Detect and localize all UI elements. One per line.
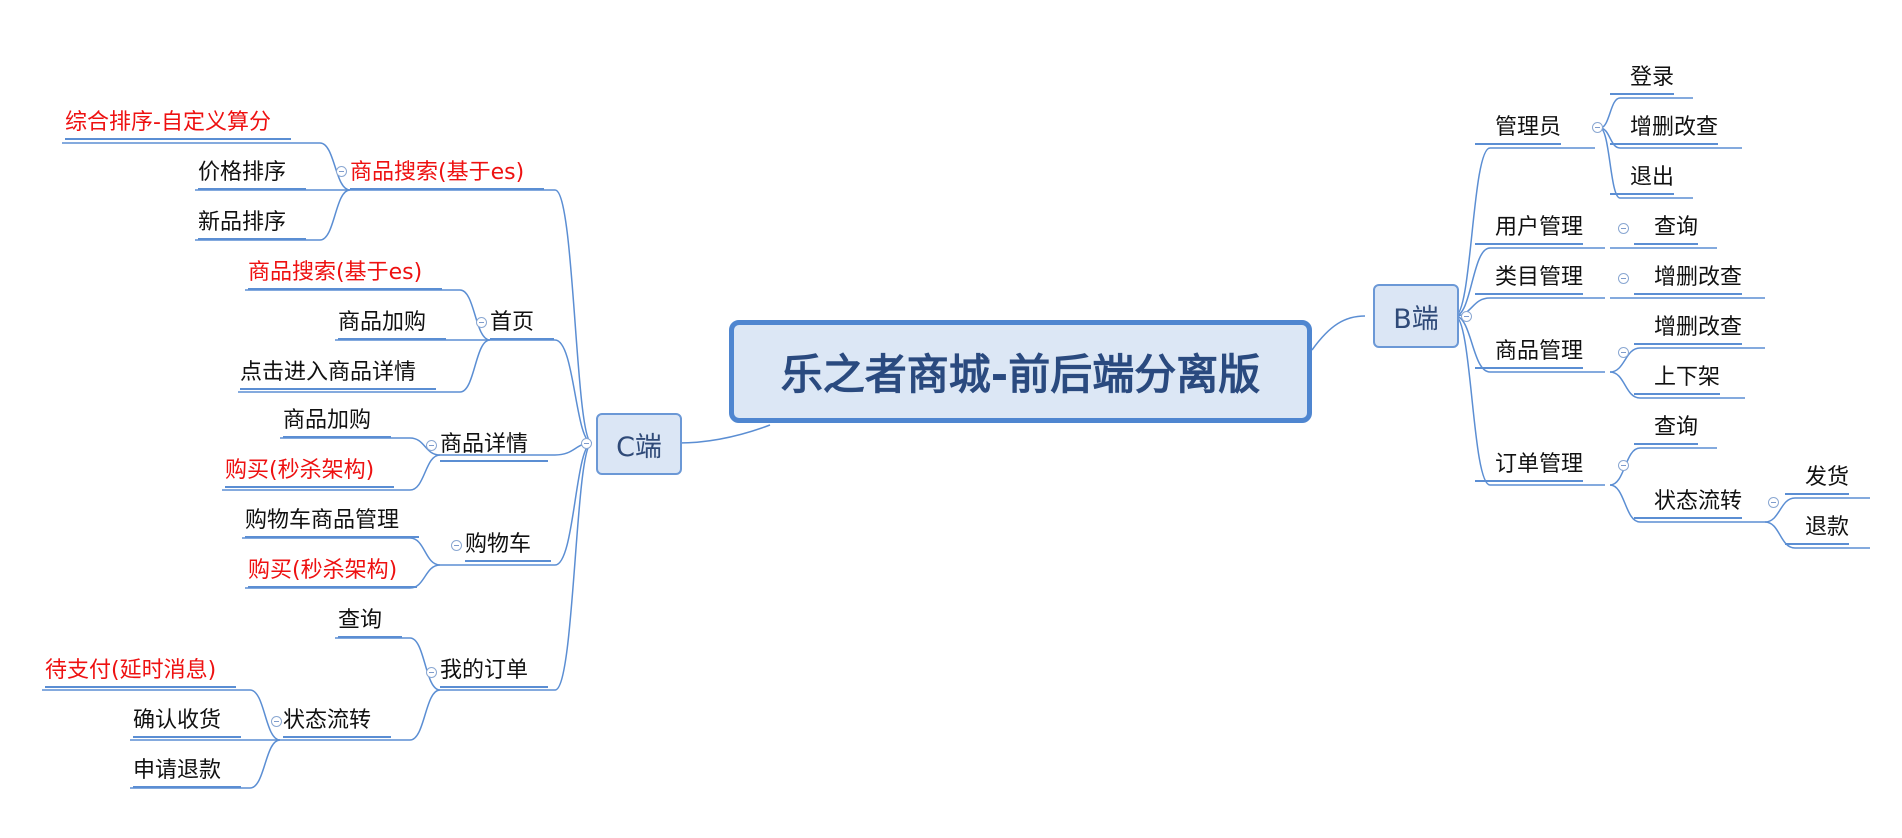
topic-b-order-ship[interactable]: 发货	[1785, 463, 1850, 495]
collapse-toggle-b-side[interactable]	[1461, 311, 1472, 322]
topic-c-cart-buy[interactable]: 购买(秒杀架构)	[248, 556, 418, 588]
topic-c-search[interactable]: 商品搜索(基于es)	[350, 158, 545, 190]
topic-c-orders-query[interactable]: 查询	[338, 606, 403, 638]
collapse-toggle-orders-flow[interactable]	[271, 716, 282, 727]
topic-c-search-sort-new[interactable]: 新品排序	[198, 208, 307, 240]
topic-c-orders[interactable]: 我的订单	[440, 656, 549, 688]
topic-b-admin[interactable]: 管理员	[1475, 113, 1562, 145]
topic-b-order-refund[interactable]: 退款	[1785, 513, 1850, 545]
topic-c-search-sort-price[interactable]: 价格排序	[198, 158, 307, 190]
topic-b-order-flow[interactable]: 状态流转	[1634, 487, 1743, 519]
topic-c-cart[interactable]: 购物车	[465, 530, 552, 562]
collapse-toggle-home[interactable]	[476, 317, 487, 328]
topic-c-search-sort-composite[interactable]: 综合排序-自定义算分	[65, 108, 291, 140]
topic-b-goods[interactable]: 商品管理	[1475, 337, 1584, 369]
topic-c-home[interactable]: 首页	[490, 308, 555, 340]
collapse-toggle-category[interactable]	[1618, 273, 1629, 284]
topic-b-users[interactable]: 用户管理	[1475, 213, 1584, 245]
topic-b-admin-logout[interactable]: 退出	[1610, 163, 1675, 195]
topic-b-category-crud[interactable]: 增删改查	[1634, 263, 1743, 295]
c-side-branch[interactable]: C端	[596, 413, 682, 475]
topic-b-order[interactable]: 订单管理	[1475, 450, 1584, 482]
topic-c-detail-add-cart[interactable]: 商品加购	[283, 406, 392, 438]
topic-c-orders-pending-pay[interactable]: 待支付(延时消息)	[45, 656, 237, 688]
topic-c-orders-confirm[interactable]: 确认收货	[133, 706, 242, 738]
topic-b-users-query[interactable]: 查询	[1634, 213, 1699, 245]
collapse-toggle-cart[interactable]	[451, 540, 462, 551]
topic-c-orders-flow[interactable]: 状态流转	[283, 706, 392, 738]
topic-c-detail-buy[interactable]: 购买(秒杀架构)	[225, 456, 395, 488]
b-side-branch[interactable]: B端	[1373, 284, 1459, 348]
collapse-toggle-search[interactable]	[336, 166, 347, 177]
collapse-toggle-order[interactable]	[1618, 460, 1629, 471]
topic-b-admin-login[interactable]: 登录	[1610, 63, 1675, 95]
topic-c-home-search[interactable]: 商品搜索(基于es)	[248, 258, 443, 290]
topic-b-order-query[interactable]: 查询	[1634, 413, 1699, 445]
collapse-toggle-orders[interactable]	[426, 667, 437, 678]
collapse-toggle-detail[interactable]	[426, 440, 437, 451]
topic-c-detail[interactable]: 商品详情	[440, 430, 549, 462]
topic-b-admin-crud[interactable]: 增删改查	[1610, 113, 1719, 145]
root-topic[interactable]: 乐之者商城-前后端分离版	[729, 320, 1312, 423]
topic-c-orders-refund[interactable]: 申请退款	[133, 756, 242, 788]
topic-c-home-add-cart[interactable]: 商品加购	[338, 308, 447, 340]
topic-c-home-goto-detail[interactable]: 点击进入商品详情	[240, 358, 437, 390]
collapse-toggle-order-flow[interactable]	[1768, 497, 1779, 508]
collapse-toggle-users[interactable]	[1618, 223, 1629, 234]
collapse-toggle-goods[interactable]	[1618, 347, 1629, 358]
collapse-toggle-admin[interactable]	[1592, 122, 1603, 133]
topic-b-goods-crud[interactable]: 增删改查	[1634, 313, 1743, 345]
topic-c-cart-manage[interactable]: 购物车商品管理	[245, 506, 420, 538]
topic-b-category[interactable]: 类目管理	[1475, 263, 1584, 295]
topic-b-goods-shelf[interactable]: 上下架	[1634, 363, 1721, 395]
collapse-toggle-c-side[interactable]	[581, 438, 592, 449]
